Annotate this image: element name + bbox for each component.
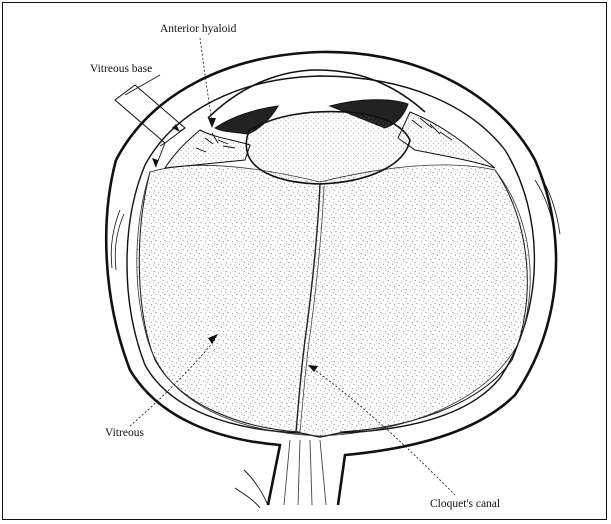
ciliary-body-left bbox=[165, 130, 250, 168]
anterior-hyaloid-arrow bbox=[208, 118, 216, 128]
vitreous-base-arrow-1 bbox=[172, 124, 180, 132]
label-vitreous: Vitreous bbox=[105, 428, 144, 440]
label-vitreous-base: Vitreous base bbox=[90, 64, 152, 76]
label-anterior-hyaloid: Anterior hyaloid bbox=[160, 24, 236, 36]
optic-nerve-fibers bbox=[284, 440, 326, 505]
peripheral-hatching-left bbox=[111, 210, 124, 270]
peripheral-hatching-right bbox=[535, 176, 560, 235]
label-cloquets-canal: Cloquet's canal bbox=[430, 499, 500, 511]
optic-sheath-left bbox=[235, 470, 268, 508]
optic-nerve bbox=[268, 445, 345, 505]
